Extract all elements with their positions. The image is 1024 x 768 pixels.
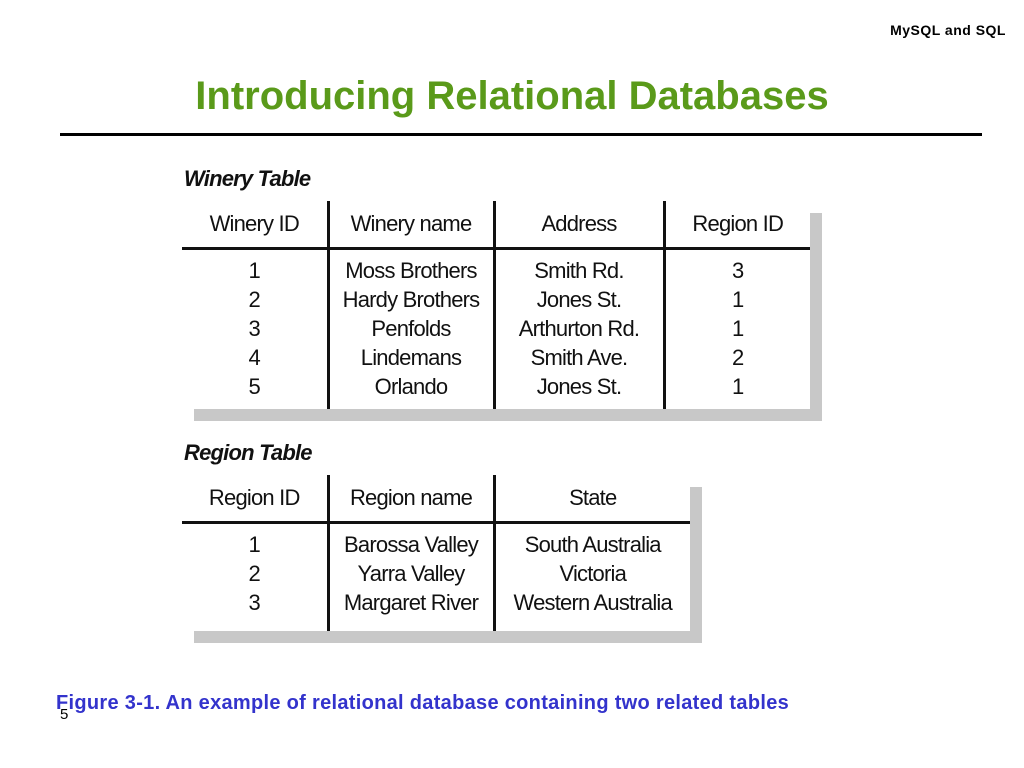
table-cell: 3	[248, 315, 261, 341]
table-row: 4 Lindemans Smith Ave. 2	[182, 343, 810, 372]
table-cell: South Australia	[492, 522, 690, 559]
region-table-header-row: Region ID Region name State	[182, 475, 690, 524]
table-cell: Barossa Valley	[326, 522, 494, 559]
table-cell: Margaret River	[326, 588, 494, 617]
table-cell: Yarra Valley	[326, 559, 494, 588]
header-label: MySQL and SQL	[890, 22, 1006, 38]
table-cell: Jones St.	[492, 285, 664, 314]
column-header: State	[492, 475, 690, 524]
column-header: Address	[492, 201, 664, 250]
table-row: 3 Margaret River Western Australia	[182, 588, 690, 617]
table-row: 2 Yarra Valley Victoria	[182, 559, 690, 588]
region-table-label: Region Table	[184, 440, 313, 465]
table-cell: Hardy Brothers	[326, 285, 494, 314]
table-cell: 2	[248, 560, 261, 586]
winery-table-label: Winery Table	[184, 166, 311, 191]
title-divider	[60, 133, 982, 136]
table-row: 2 Hardy Brothers Jones St. 1	[182, 285, 810, 314]
table-cell: Moss Brothers	[326, 248, 494, 285]
table-cell: 2	[248, 286, 261, 312]
table-cell: Victoria	[492, 559, 690, 588]
figure-caption: Figure 3-1. An example of relational dat…	[56, 692, 790, 714]
winery-table-box: Winery ID Winery name Address Region ID …	[182, 201, 810, 409]
table-cell: Smith Ave.	[492, 343, 664, 372]
table-cell: 4	[248, 344, 261, 370]
table-cell: 1	[248, 531, 261, 557]
column-header: Winery name	[326, 201, 494, 250]
region-table-box: Region ID Region name State 1 Barossa Va…	[182, 475, 690, 631]
table-cell: 3	[662, 248, 810, 285]
table-cell: Penfolds	[326, 314, 494, 343]
table-cell: Lindemans	[326, 343, 494, 372]
table-cell: 3	[248, 589, 261, 615]
column-header: Region ID	[182, 475, 328, 524]
table-row: 5 Orlando Jones St. 1	[182, 372, 810, 401]
column-header: Region name	[326, 475, 494, 524]
table-cell: 1	[248, 257, 261, 283]
table-cell: Western Australia	[492, 588, 690, 617]
slide-title: Introducing Relational Databases	[195, 74, 829, 118]
table-cell: 1	[662, 314, 810, 343]
table-cell: Jones St.	[492, 372, 664, 401]
table-cell: Smith Rd.	[492, 248, 664, 285]
table-row: 1 Moss Brothers Smith Rd. 3	[182, 248, 810, 285]
table-cell: 1	[662, 285, 810, 314]
column-header: Region ID	[662, 201, 810, 250]
table-cell: 1	[662, 372, 810, 401]
table-cell: 2	[662, 343, 810, 372]
table-cell: Arthurton Rd.	[492, 314, 664, 343]
table-spacer-row	[182, 401, 810, 409]
region-table: Region ID Region name State 1 Barossa Va…	[182, 475, 690, 631]
table-row: 1 Barossa Valley South Australia	[182, 522, 690, 559]
column-header: Winery ID	[182, 201, 328, 250]
winery-table: Winery ID Winery name Address Region ID …	[182, 201, 810, 409]
table-row: 3 Penfolds Arthurton Rd. 1	[182, 314, 810, 343]
winery-table-header-row: Winery ID Winery name Address Region ID	[182, 201, 810, 250]
table-spacer-row	[182, 617, 690, 631]
table-cell: Orlando	[326, 372, 494, 401]
slide-number: 5	[60, 706, 69, 723]
table-cell: 5	[248, 373, 261, 399]
